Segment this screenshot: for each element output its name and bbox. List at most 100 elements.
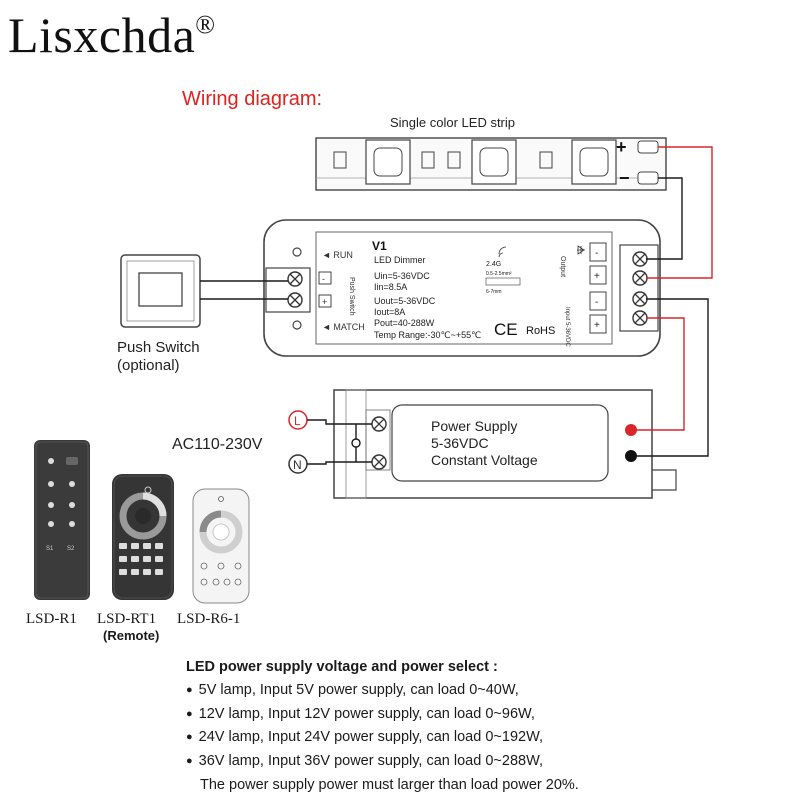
notes-item: 36V lamp, Input 36V power supply, can lo… — [186, 750, 579, 774]
strip-pad-minus — [637, 171, 659, 185]
remote-button[interactable] — [155, 556, 163, 562]
switch-term-plus: + — [322, 297, 327, 307]
psu-line1: Power Supply — [431, 418, 517, 434]
spec-uout: Uout=5-36VDC — [374, 296, 436, 306]
remote-button[interactable] — [119, 556, 127, 562]
scene-button-s1[interactable]: S1 — [46, 546, 54, 552]
led-chip — [471, 139, 517, 185]
remote-body — [34, 440, 90, 600]
remote-button[interactable] — [69, 481, 75, 487]
led-chip — [571, 139, 617, 185]
notes-heading: LED power supply voltage and power selec… — [186, 659, 498, 675]
notes-item: 5V lamp, Input 5V power supply, can load… — [186, 679, 579, 703]
neutral-label: N — [293, 458, 302, 472]
push-switch: Push Switch (optional) — [117, 254, 201, 374]
wire-spec-label: 0.5-2.5mm² — [486, 271, 512, 277]
remote-body — [192, 488, 250, 604]
scene-button-s2[interactable]: S2 — [67, 546, 75, 552]
power-icon[interactable] — [218, 496, 224, 502]
wireless-icon — [498, 246, 507, 258]
ce-mark: CE — [494, 320, 518, 339]
remote-button[interactable] — [143, 569, 151, 575]
registered-mark: ® — [195, 10, 216, 39]
run-indicator — [292, 247, 302, 257]
dimmer-term-sign: + — [594, 320, 600, 331]
input-label: Input 5-36VDC — [564, 307, 570, 347]
wire-strip-gauge-icon — [485, 277, 521, 286]
strip-pad-plus — [637, 140, 659, 154]
remote-button[interactable] — [234, 578, 242, 586]
psu-line2: 5-36VDC — [431, 435, 489, 451]
remote-button[interactable] — [119, 569, 127, 575]
dimmer-term-sign: + — [594, 271, 600, 282]
brand-name: Lisxchda — [8, 7, 196, 63]
remote-label-rt1: LSD-RT1 — [97, 611, 157, 627]
power-supply: Power Supply 5-36VDC Constant Voltage AC… — [172, 389, 677, 499]
rt1-button-grid — [119, 543, 163, 575]
remote-button[interactable] — [48, 502, 54, 508]
freq-label: 2.4G — [486, 261, 501, 268]
led-strip-label: Single color LED strip — [390, 115, 515, 130]
remote-button[interactable] — [212, 578, 220, 586]
remote-button[interactable] — [131, 569, 139, 575]
remote-button[interactable] — [48, 481, 54, 487]
push-switch-button — [138, 272, 183, 307]
terminal-screw — [371, 454, 387, 470]
wire-psu-positive — [631, 317, 685, 431]
match-indicator — [292, 320, 302, 330]
strip-spec-label: 6-7mm — [486, 289, 502, 295]
push-switch-vertical-label: Push Switch — [348, 277, 355, 316]
notes-footer: The power supply power must larger than … — [200, 776, 579, 793]
remote-button[interactable] — [143, 556, 151, 562]
dimmer-term-sign: - — [595, 297, 598, 308]
remote-button[interactable] — [69, 502, 75, 508]
led-dimmer: ◄ RUN ◄ MATCH - + Push Switch V1 LED Dim… — [263, 219, 661, 357]
spec-uin: Uin=5-36VDC — [374, 271, 430, 281]
remote-button[interactable] — [155, 543, 163, 549]
remote-button[interactable] — [48, 521, 54, 527]
led-strip: Single color LED strip + − — [315, 115, 667, 191]
remote-button[interactable] — [131, 556, 139, 562]
wire-strip-positive — [646, 146, 713, 279]
power-select-notes: LED power supply voltage and power selec… — [186, 656, 579, 797]
spec-iin: Iin=8.5A — [374, 282, 407, 292]
terminal-screw — [632, 310, 648, 326]
output-label: Output — [559, 256, 566, 277]
spec-pout: Pout=40-288W — [374, 318, 435, 328]
wire-psu-negative — [637, 298, 709, 457]
notes-item: 24V lamp, Input 24V power supply, can lo… — [186, 726, 579, 750]
psu-line3: Constant Voltage — [431, 452, 538, 468]
remote-button[interactable] — [69, 521, 75, 527]
power-off-button[interactable] — [66, 457, 78, 465]
remote-sublabel-rt1: (Remote) — [103, 628, 160, 643]
resistor — [333, 151, 347, 169]
remote-button[interactable] — [131, 543, 139, 549]
resistor — [421, 151, 435, 169]
remote-button[interactable] — [143, 543, 151, 549]
wires — [200, 146, 713, 465]
remote-button[interactable] — [200, 562, 208, 570]
live-label: L — [294, 414, 301, 428]
terminal-screw — [632, 251, 648, 267]
remote-button[interactable] — [223, 578, 231, 586]
notes-item: 12V lamp, Input 12V power supply, can lo… — [186, 703, 579, 727]
diagram-title: Wiring diagram: — [182, 88, 323, 110]
remote-button[interactable] — [217, 562, 225, 570]
remote-lsd-r6-1 — [192, 488, 250, 604]
spec-iout: Iout=8A — [374, 307, 405, 317]
remote-label-r6-1: LSD-R6-1 — [177, 611, 241, 627]
dimmer-name: LED Dimmer — [374, 255, 426, 265]
wire-strip-negative — [646, 177, 683, 260]
remote-button[interactable] — [234, 562, 242, 570]
run-label: ◄ RUN — [322, 250, 353, 260]
remote-button[interactable] — [119, 543, 127, 549]
terminal-screw — [632, 291, 648, 307]
terminal-screw — [632, 270, 648, 286]
remote-button[interactable] — [200, 578, 208, 586]
resistor — [539, 151, 553, 169]
power-button[interactable] — [48, 458, 54, 464]
strip-minus-sign: − — [619, 168, 630, 188]
resistor — [447, 151, 461, 169]
remote-button[interactable] — [155, 569, 163, 575]
